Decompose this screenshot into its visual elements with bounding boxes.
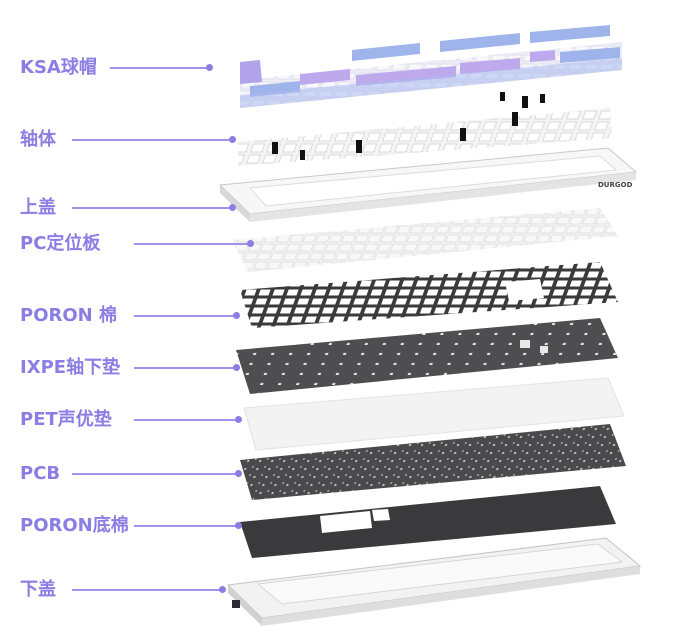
switches-layer: [238, 92, 612, 166]
leader-dot-poron-foam: [233, 312, 240, 319]
leader-line-switches: [72, 139, 232, 141]
label-poron-foam: PORON 棉: [20, 305, 117, 326]
leader-dot-pcb: [235, 470, 242, 477]
leader-line-pet-pad: [134, 419, 238, 421]
leader-line-top-case: [72, 207, 232, 209]
leader-dot-top-case: [229, 204, 236, 211]
leader-line-pcb: [72, 473, 238, 475]
label-ixpe-pad: IXPE轴下垫: [20, 357, 121, 378]
leader-dot-pet-pad: [235, 416, 242, 423]
leader-line-bottom-case: [72, 589, 222, 591]
top-case-layer: DURGOD: [218, 147, 638, 222]
leader-dot-ixpe-pad: [233, 364, 240, 371]
leader-line-poron-foam: [134, 315, 236, 317]
label-bottom-case: 下盖: [20, 579, 56, 600]
poron-foam-layer: [240, 262, 618, 328]
pet-pad-layer: [243, 377, 625, 451]
leader-line-poron-base: [134, 525, 238, 527]
label-pcb: PCB: [20, 463, 61, 484]
ixpe-pad-layer: [236, 318, 618, 394]
bottom-case-layer: [226, 537, 642, 626]
leader-dot-pc-plate: [247, 240, 254, 247]
label-keycaps: KSA球帽: [20, 57, 97, 78]
label-switches: 轴体: [20, 129, 56, 150]
leader-line-pc-plate: [134, 243, 250, 245]
label-pet-pad: PET声优垫: [20, 409, 112, 430]
leader-dot-switches: [229, 136, 236, 143]
pcb-layer: [240, 424, 626, 500]
pc-plate-layer: [232, 208, 618, 272]
leader-line-ixpe-pad: [134, 367, 236, 369]
poron-base-layer: [240, 486, 616, 558]
leader-dot-bottom-case: [219, 586, 226, 593]
leader-dot-poron-base: [235, 522, 242, 529]
leader-dot-keycaps: [206, 64, 213, 71]
label-pc-plate: PC定位板: [20, 233, 101, 254]
brand-text: DURGOD: [598, 181, 633, 189]
leader-line-keycaps: [110, 67, 210, 69]
label-top-case: 上盖: [20, 197, 56, 218]
keycaps-layer: [240, 25, 622, 108]
label-poron-base: PORON底棉: [20, 515, 129, 536]
